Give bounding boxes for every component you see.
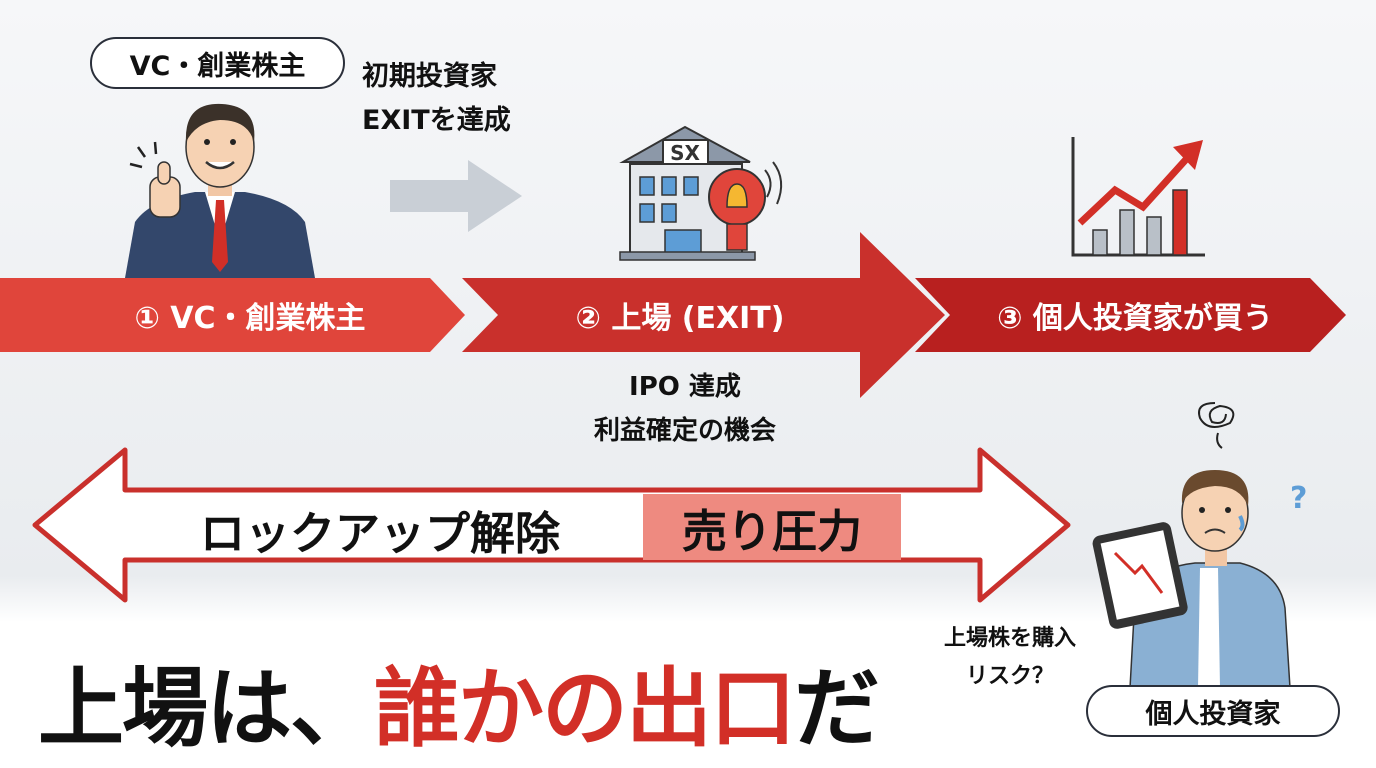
flow-step-2-arrow [462, 232, 945, 398]
businessman-illustration [125, 103, 315, 278]
headline-emphasis: 誰かの出口 [374, 659, 796, 759]
building-sign: SX [670, 141, 700, 165]
retail-investor-label: 個人投資家 [1086, 685, 1340, 737]
flow-step-1-shape [0, 278, 465, 352]
initial-investor-note: 初期投資家 EXITを達成 [362, 55, 511, 143]
ipo-note-line2: 利益確定の機会 [593, 416, 776, 446]
vc-founder-label: VC・創業株主 [90, 37, 345, 89]
ipo-note: IPO 達成 利益確定の機会 [520, 365, 850, 453]
selling-pressure-highlight: 売り圧力 [643, 494, 901, 560]
retail-note-line1: 上場株を購入 [943, 626, 1076, 651]
stock-exchange-building-icon: SX [619, 125, 783, 261]
retail-risk-note: 上場株を購入 リスク？ [905, 620, 1115, 696]
initial-note-line2: EXITを達成 [362, 105, 511, 136]
headline-part3: だ [794, 659, 880, 759]
question-mark-icon: ? [1290, 481, 1307, 516]
gray-arrow-icon [390, 160, 522, 232]
rising-chart-icon [1071, 137, 1205, 257]
flow-step-1-label: ① VC・創業株主 [134, 301, 366, 336]
flow-step-3-label: ③ 個人投資家が買う [997, 301, 1273, 336]
retail-investor-illustration: ? [1092, 402, 1307, 688]
retail-note-line2: リスク？ [965, 664, 1054, 689]
headline-part1: 上場は、 [38, 659, 376, 759]
initial-note-line1: 初期投資家 [362, 61, 497, 92]
ipo-note-line1: IPO 達成 [629, 372, 741, 402]
headline: 上場は、誰かの出口だ [38, 638, 880, 763]
flow-step-3-shape [915, 278, 1346, 352]
flow-step-2-label: ② 上場 (EXIT) [575, 301, 785, 336]
flow-band [0, 232, 1346, 398]
lockup-label: ロックアップ解除 [200, 507, 561, 560]
lockup-double-arrow [32, 447, 1071, 603]
